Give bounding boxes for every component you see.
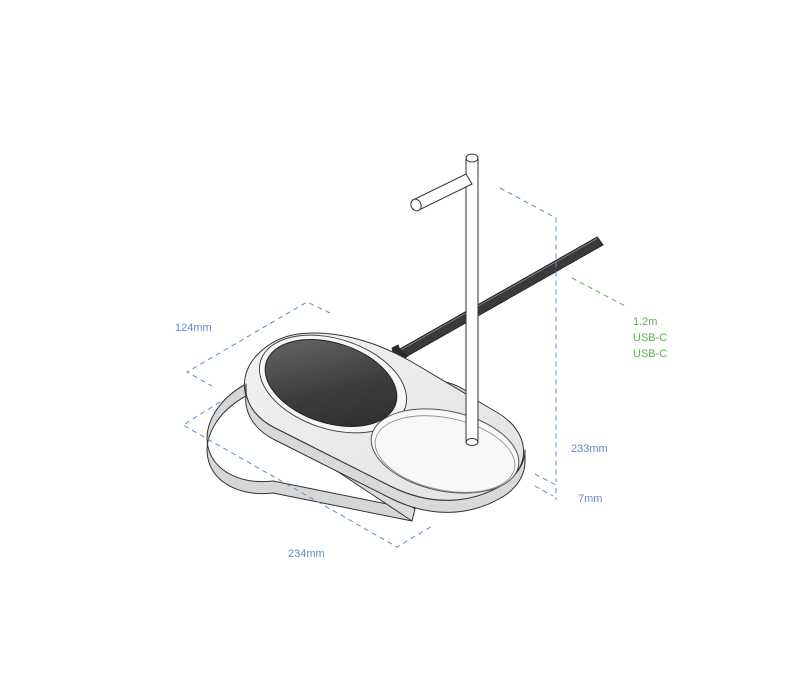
width-label: 234mm [288, 548, 325, 560]
usb-c-cable [391, 236, 604, 361]
depth-dimension: 124mm [175, 301, 331, 387]
depth-label: 124mm [175, 322, 212, 334]
stand-pole [465, 157, 479, 443]
cable-end [596, 236, 604, 246]
stand-pole-top [465, 153, 479, 163]
stand-well-outer [370, 408, 520, 494]
height-dimension-line [499, 187, 557, 482]
charging-pad-surface [264, 339, 398, 427]
base-front-edge [245, 383, 526, 513]
cable-length-label: 1.2m [633, 316, 657, 328]
width-dimension: 234mm [182, 401, 435, 560]
stand-well-inner [374, 415, 516, 493]
cable-connector-a-label: USB-C [633, 332, 667, 344]
width-dimension-line [182, 401, 435, 548]
headphone-stand [410, 153, 479, 446]
thickness-dimension-line [534, 473, 557, 500]
thickness-label: 7mm [578, 493, 602, 505]
stand-hook-arm [412, 173, 473, 211]
stand-well [370, 408, 520, 494]
height-label: 233mm [571, 443, 608, 455]
wireless-charging-pad [258, 334, 408, 434]
cable-body [397, 236, 604, 359]
thickness-dimension: 7mm [534, 473, 602, 505]
stand-pole-bottom [465, 438, 479, 446]
cable-connector-b-label: USB-C [633, 348, 667, 360]
height-dimension: 233mm [499, 187, 608, 482]
cable-callout-line [571, 277, 626, 307]
depth-dimension-line [185, 301, 331, 387]
cable-highlight [398, 237, 599, 352]
stand-hook-end [410, 198, 422, 212]
cable-callout: 1.2m USB-C USB-C [571, 277, 667, 360]
